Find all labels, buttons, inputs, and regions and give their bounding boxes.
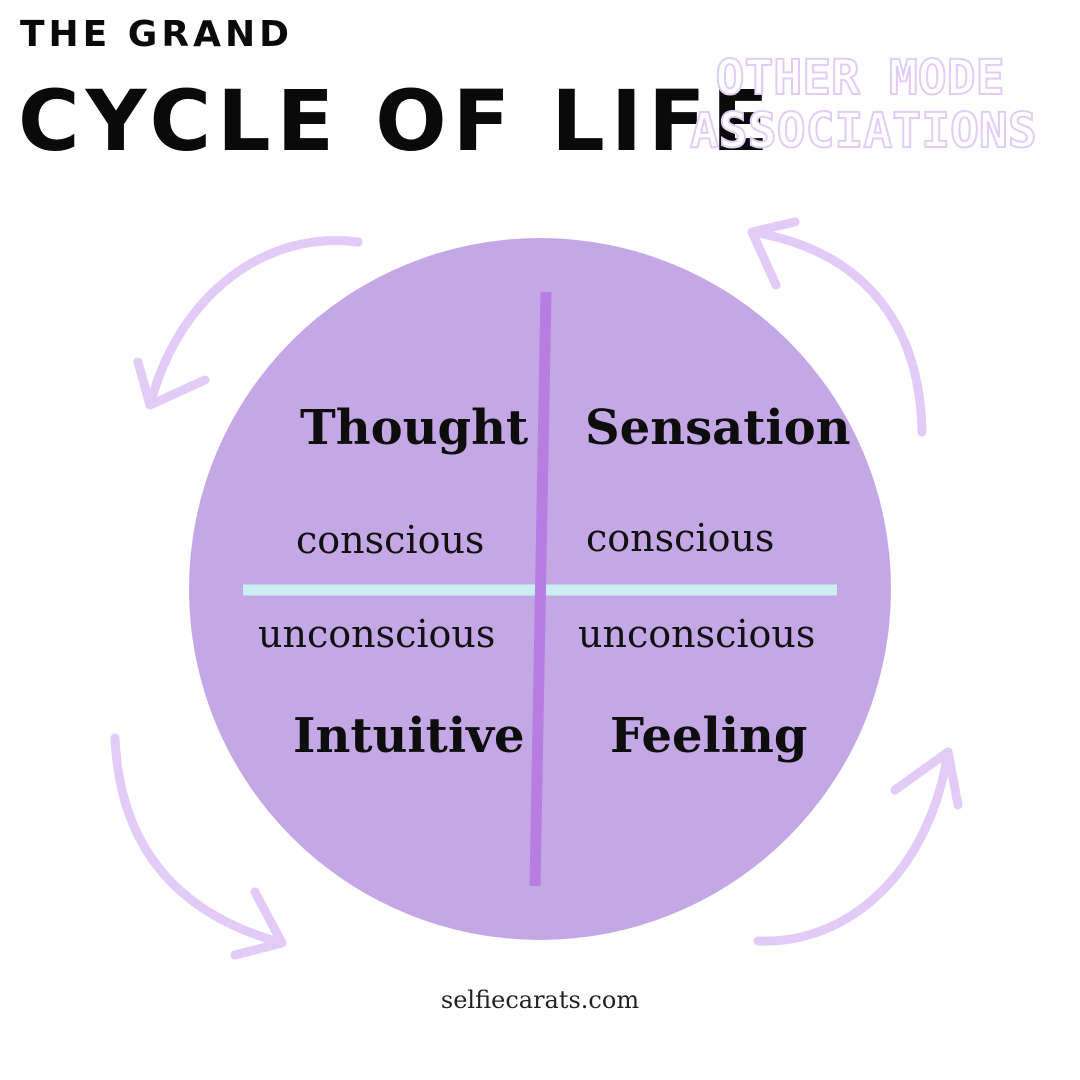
vertical-divider xyxy=(529,291,552,887)
kicker-heading: THE GRAND xyxy=(20,14,293,55)
quadrant-feeling-label: Feeling xyxy=(610,708,808,764)
arrow-top-left-icon xyxy=(133,236,363,410)
arrow-bottom-right-icon xyxy=(753,747,963,946)
sensation-state-label: conscious xyxy=(586,516,775,560)
footer-site-link[interactable]: selfiecarats.com xyxy=(440,986,640,1014)
page-title: CYCLE OF LIFE xyxy=(18,72,775,170)
arrow-top-right-icon xyxy=(747,217,927,437)
quadrant-sensation-label: Sensation xyxy=(585,400,851,456)
arrow-bottom-left-icon xyxy=(110,733,287,960)
thought-state-label: conscious xyxy=(296,518,485,562)
intuitive-state-label: unconscious xyxy=(258,612,496,656)
feeling-state-label: unconscious xyxy=(578,612,816,656)
outline-heading-line2: ASSOCIATIONS xyxy=(689,102,1038,160)
quadrant-thought-label: Thought xyxy=(300,400,529,456)
quadrant-intuitive-label: Intuitive xyxy=(293,708,525,764)
outline-heading-line1: OTHER MODE xyxy=(715,49,1006,107)
